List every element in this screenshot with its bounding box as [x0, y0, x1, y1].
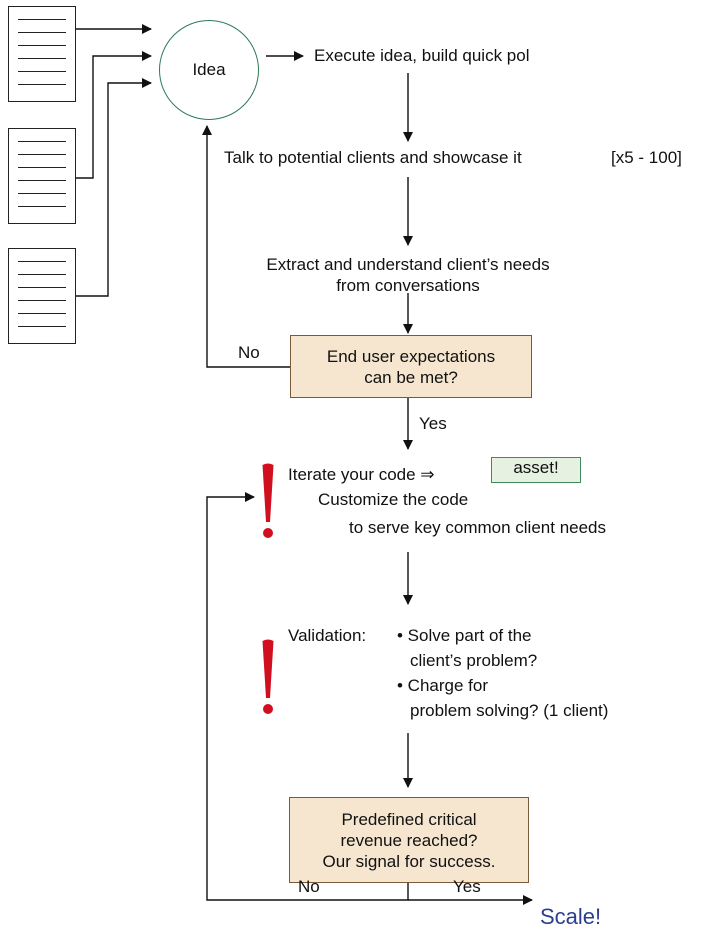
document-icon	[8, 6, 76, 102]
edge-label-yes-bottom: Yes	[453, 877, 481, 896]
decision2-line2: revenue reached?	[340, 830, 478, 850]
validation-item2-line2: problem solving? (1 client)	[410, 701, 609, 720]
customize-line2: to serve key common client needs	[349, 518, 607, 537]
document-icon	[8, 248, 76, 344]
edge-label-no-bottom: No	[298, 877, 320, 896]
warning-exclamation-icon	[262, 639, 274, 714]
warning-exclamation-icon	[262, 463, 274, 538]
decision1-line1: End user expectations	[326, 346, 496, 366]
decision-user-expectations: End user expectations can be met?	[290, 335, 532, 398]
execute-step: Execute idea, build quick pol	[314, 46, 530, 65]
iterate-step: Iterate your code ⇒	[288, 465, 435, 484]
validation-label: Validation:	[288, 626, 367, 645]
repeat-note: [x5 - 100]	[611, 148, 682, 167]
arrow-decision1-no	[202, 125, 290, 368]
idea-label: Idea	[192, 60, 226, 79]
edge-label-no: No	[238, 343, 260, 362]
decision2-line1: Predefined critical	[341, 809, 477, 829]
edge-label-yes: Yes	[419, 414, 447, 433]
customize-line1: Customize the code	[318, 490, 469, 509]
arrow-doc3-to-idea	[76, 78, 152, 297]
arrow-doc2-to-idea	[76, 51, 152, 179]
idea-node: Idea	[159, 20, 259, 120]
document-icon	[8, 128, 76, 224]
decision1-line2: can be met?	[364, 367, 458, 387]
validation-item1-line2: client’s problem?	[410, 651, 538, 670]
validation-item2-line1: • Charge for	[397, 676, 488, 695]
extract-step: Extract and understand client’s needs fr…	[222, 254, 594, 296]
decision2-line3: Our signal for success.	[322, 851, 496, 871]
arrow-decision2-no	[206, 492, 409, 901]
scale-outcome: Scale!	[540, 904, 602, 929]
validation-item1-line1: • Solve part of the	[397, 626, 532, 645]
extract-line2: from conversations	[336, 276, 480, 295]
extract-line1: Extract and understand client’s needs	[266, 255, 550, 274]
talk-step: Talk to potential clients and showcase i…	[224, 148, 522, 167]
decision-revenue-reached: Predefined critical revenue reached? Our…	[289, 797, 529, 883]
asset-tag: asset!	[491, 457, 581, 483]
